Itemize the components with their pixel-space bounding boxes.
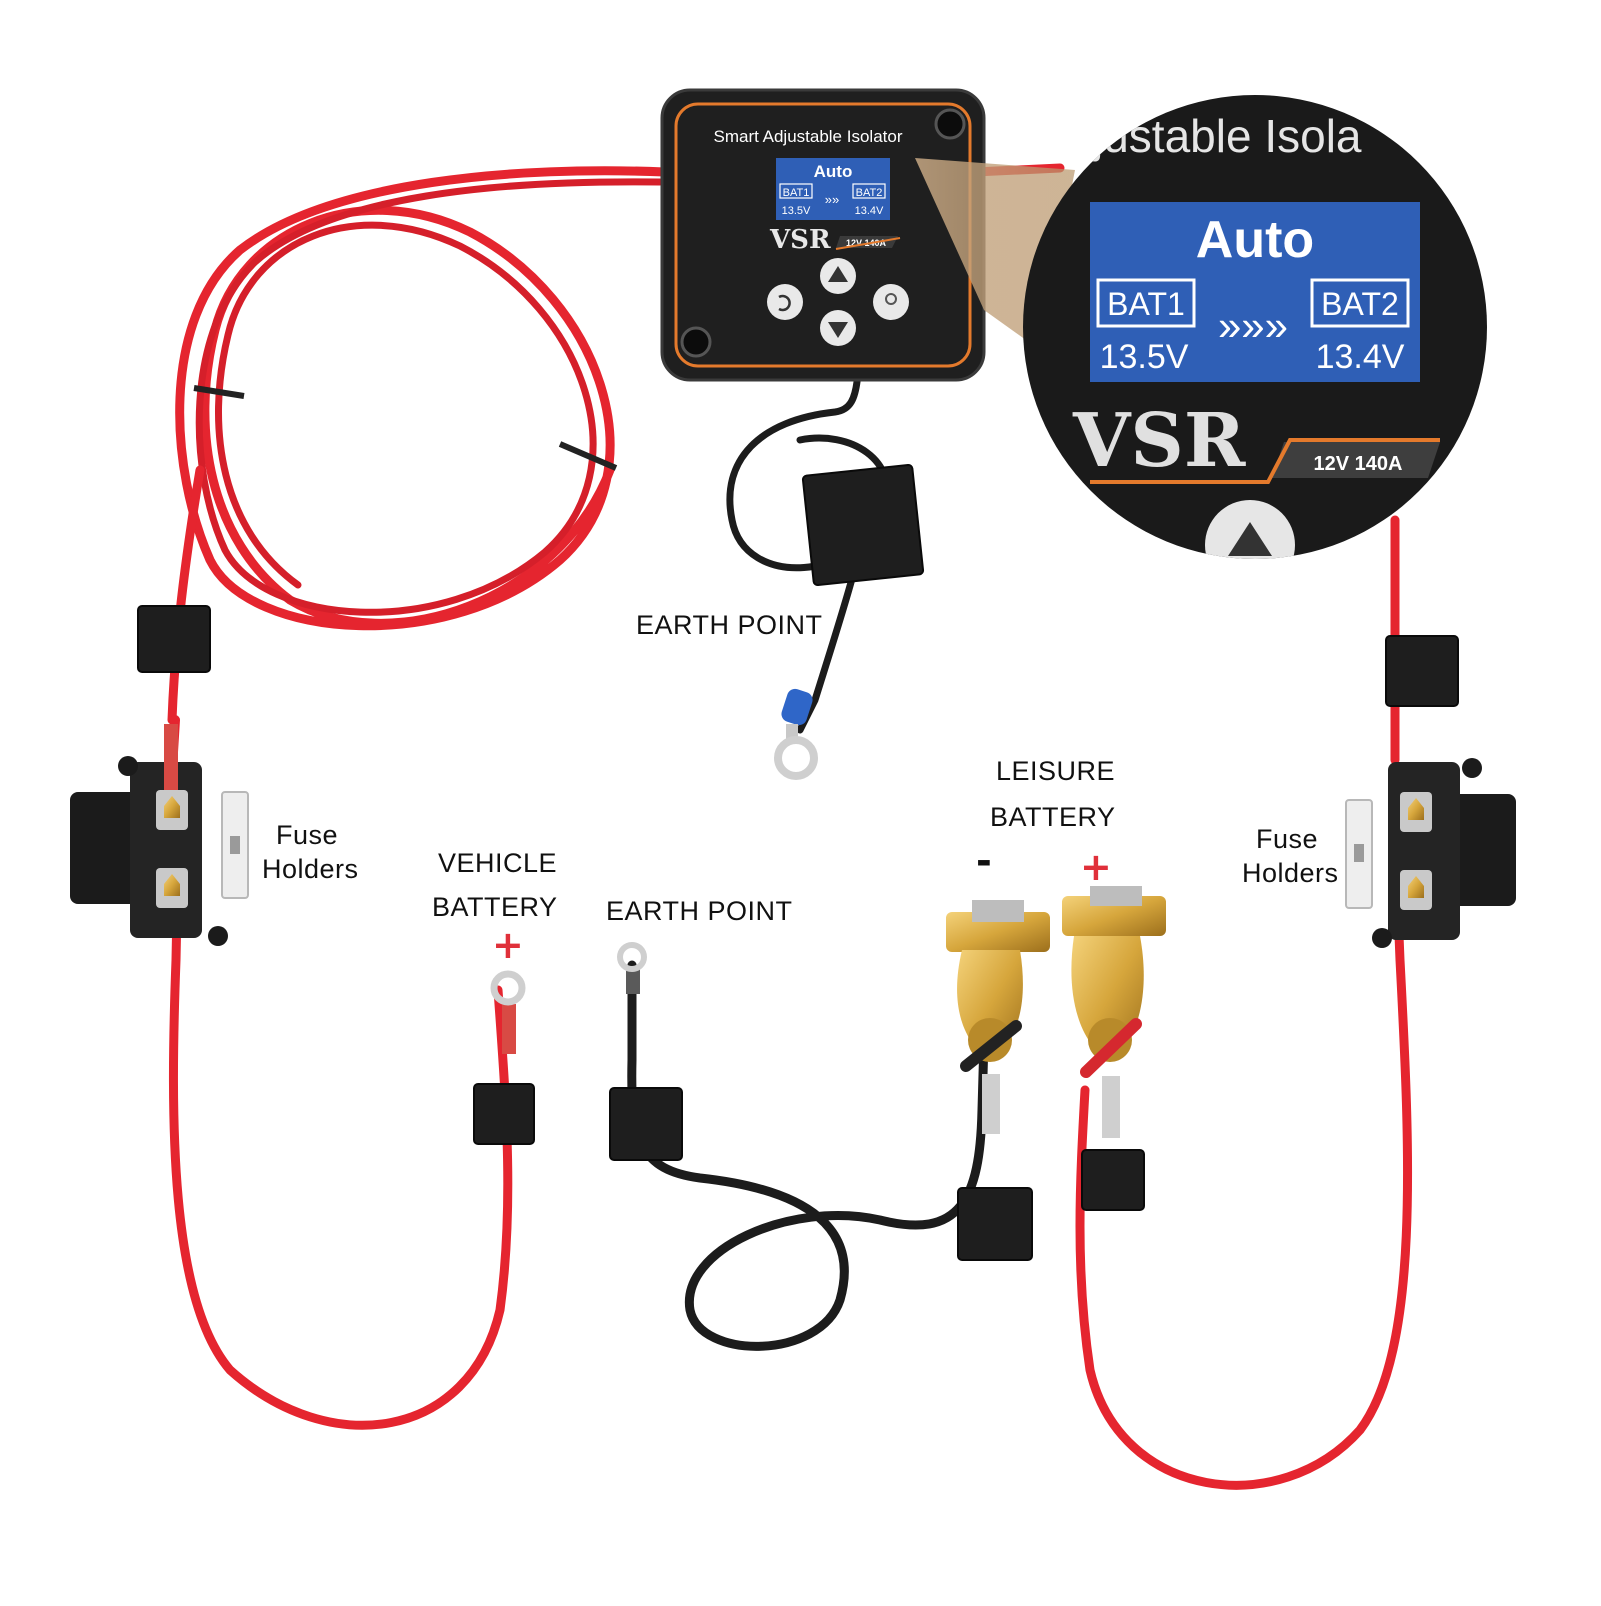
screen-bat1-label: BAT1 xyxy=(783,187,810,199)
zoom-screen xyxy=(1090,202,1420,382)
return-icon xyxy=(778,294,791,312)
leisure-negative-sign: - xyxy=(976,839,992,883)
cable-tie-straps xyxy=(193,385,618,471)
vehicle-positive-sign: + xyxy=(492,923,524,967)
fuse-holders-left-label-line2: Holders xyxy=(262,854,359,884)
screen-mode: Auto xyxy=(814,162,853,181)
zoom-bat2-label: BAT2 xyxy=(1321,286,1399,322)
red-cable-left-coil xyxy=(165,166,670,1430)
back-button[interactable] xyxy=(767,284,803,320)
fuse-holders-right-label-line1: Fuse xyxy=(1256,824,1319,854)
zoom-bat1-label: BAT1 xyxy=(1107,286,1185,322)
arrow-up-icon xyxy=(828,266,848,282)
ring-terminal-earth-bottom-icon xyxy=(617,942,647,994)
device-brand: VSR xyxy=(769,225,831,255)
mount-clip xyxy=(1385,635,1459,707)
zoom-arrows: »»» xyxy=(1218,302,1288,349)
fuse-blade-left-icon xyxy=(221,791,249,899)
leisure-battery-label-line2: BATTERY xyxy=(990,802,1116,832)
arrow-up-icon xyxy=(1228,522,1272,556)
fuse-holders-right-label-line2: Holders xyxy=(1242,858,1339,888)
arrow-down-icon xyxy=(828,322,848,338)
black-cable-earth-bottom xyxy=(627,960,989,1351)
up-button[interactable] xyxy=(820,258,856,294)
zoom-mode: Auto xyxy=(1196,211,1314,269)
zoom-title: justable Isola xyxy=(1091,110,1362,162)
zoom-magnifier: justable Isola Auto BAT1 13.5V »»» BAT2 … xyxy=(1023,95,1487,559)
fuse-holders-left-label-line1: Fuse xyxy=(276,820,339,850)
mounting-hole-icon xyxy=(680,326,712,358)
adhesive-mount-clips xyxy=(137,463,1459,1261)
fuse-holder-right xyxy=(1372,758,1516,948)
ok-icon xyxy=(885,293,897,305)
zoom-brand: VSR xyxy=(1072,398,1246,484)
battery-clamp-negative-icon xyxy=(946,900,1050,1134)
mount-clip xyxy=(957,1187,1033,1261)
device-screen xyxy=(776,158,890,220)
leisure-positive-sign: + xyxy=(1080,845,1112,889)
isolator-device: Smart Adjustable Isolator Auto BAT1 13.5… xyxy=(660,88,986,382)
down-button[interactable] xyxy=(820,310,856,346)
screen-bat1-voltage: 13.5V xyxy=(782,205,811,217)
mount-clip xyxy=(137,605,211,673)
device-title: Smart Adjustable Isolator xyxy=(714,127,903,146)
zoom-rating: 12V 140A xyxy=(1314,453,1403,475)
mounting-hole-icon xyxy=(934,108,966,140)
fuse-blade-right-icon xyxy=(1345,799,1373,909)
ok-button[interactable] xyxy=(873,284,909,320)
screen-arrows: »» xyxy=(825,192,839,207)
leisure-battery-label-line1: LEISURE xyxy=(996,756,1116,786)
screen-bat2-label: BAT2 xyxy=(856,187,883,199)
fuse-holder-left xyxy=(70,724,228,946)
mount-clip xyxy=(801,463,925,587)
battery-clamp-positive-icon xyxy=(1062,886,1166,1138)
vehicle-battery-label-line1: VEHICLE xyxy=(438,848,558,878)
mount-clip xyxy=(1081,1149,1145,1211)
mount-clip xyxy=(609,1087,683,1161)
vehicle-battery-label-line2: BATTERY xyxy=(432,892,558,922)
earth-point-top-label: EARTH POINT xyxy=(636,610,823,640)
mount-clip xyxy=(473,1083,535,1145)
ring-terminal-top-earth-icon xyxy=(774,688,818,780)
ring-terminal-vehicle-icon xyxy=(490,970,526,1054)
screen-bat2-voltage: 13.4V xyxy=(855,205,884,217)
zoom-bat1-voltage: 13.5V xyxy=(1100,338,1189,376)
zoom-bat2-voltage: 13.4V xyxy=(1316,338,1405,376)
earth-point-bottom-label: EARTH POINT xyxy=(606,896,793,926)
